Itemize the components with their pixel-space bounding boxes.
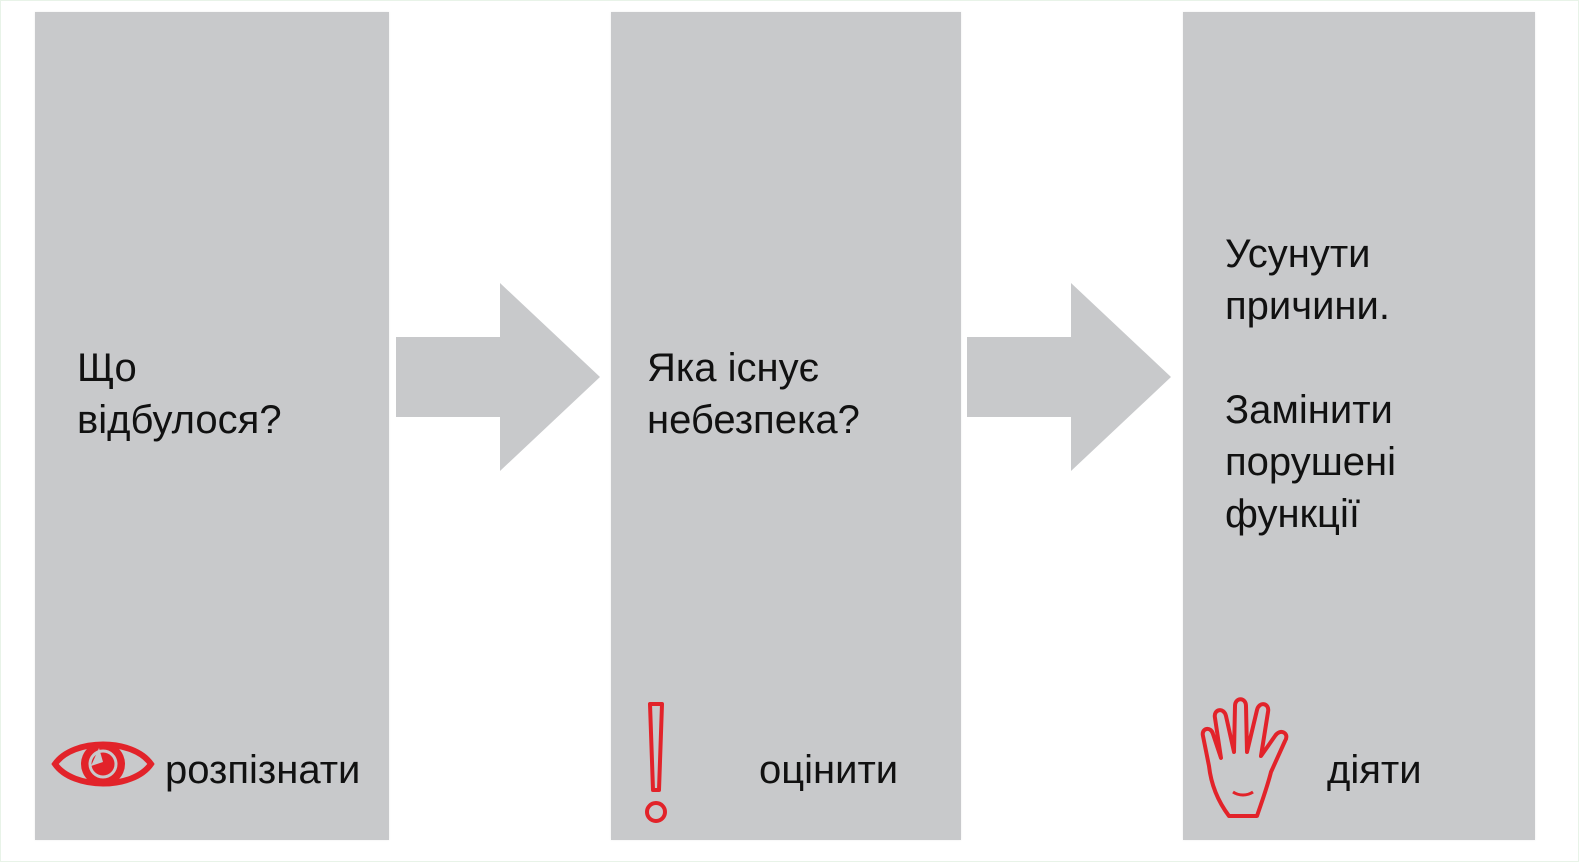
hand-icon	[1200, 697, 1289, 818]
step-label: діяти	[1327, 748, 1422, 792]
step-label: розпізнати	[165, 748, 361, 792]
exclamation-icon	[645, 702, 667, 823]
step-panel-act: Усунути причини. Замінити порушені функц…	[1183, 12, 1535, 840]
arrow-right-icon	[967, 283, 1171, 471]
eye-icon	[51, 741, 155, 787]
step-label: оцінити	[759, 748, 899, 792]
step-panel-assess: Яка існує небезпека? оцінити	[611, 12, 961, 840]
arrow-right-icon	[396, 283, 600, 471]
step-question: Що відбулося?	[77, 346, 282, 442]
step-question: Яка існує небезпека?	[647, 346, 860, 442]
step-question: Усунути причини. Замінити порушені функц…	[1225, 232, 1397, 536]
step-panel-recognize: Що відбулося? розпізнати	[35, 12, 389, 840]
